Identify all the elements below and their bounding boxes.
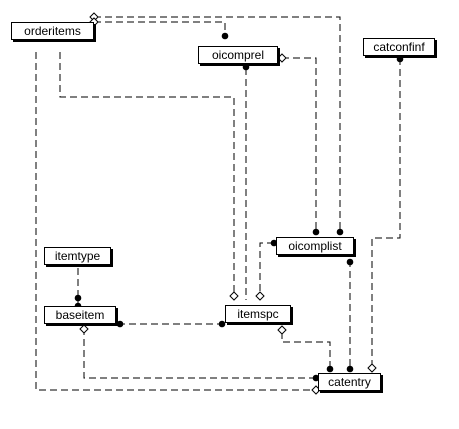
entity-itemtype[interactable]: itemtype [44, 247, 111, 265]
entity-baseitem[interactable]: baseitem [44, 306, 116, 324]
dot-oicomprel-top [221, 32, 229, 40]
rel-oicomprel-oicomplist [282, 57, 317, 232]
entity-oicomplist[interactable]: oicomplist [276, 237, 354, 255]
dot-oicomplist-bottom [346, 258, 354, 266]
entity-oicomprel[interactable]: oicomprel [198, 46, 278, 64]
dot-baseitem-right [116, 320, 124, 328]
diamond-oicomprel-right [277, 53, 287, 63]
diamond-catentry-top-right [367, 363, 377, 373]
dot-itemspc-left [218, 320, 226, 328]
dot-catconfinf-bottom [396, 55, 404, 63]
dot-oicomprel-bottom [242, 63, 250, 71]
dot-itemtype-baseitem [74, 294, 82, 302]
dot-catentry-top-left [326, 365, 334, 373]
rel-orderitems-itemspc [59, 52, 235, 296]
dot-catentry-top-mid [346, 365, 354, 373]
entity-catentry[interactable]: catentry [318, 373, 381, 391]
entity-orderitems[interactable]: orderitems [11, 22, 94, 40]
rel-baseitem-catentry [83, 328, 316, 379]
rel-orderitems-oicomprel [94, 21, 226, 32]
diamond-itemspc-bottom [277, 325, 287, 335]
rel-itemspc-catentry [281, 332, 331, 370]
dot-catentry-left [312, 374, 320, 382]
dot-oicomplist-top-right [336, 228, 344, 236]
rel-orderitems-oicomplist [94, 16, 341, 232]
dot-oicomplist-left [270, 239, 278, 247]
diamond-baseitem-bottom [79, 324, 89, 334]
rel-catconfinf-catentry [371, 58, 401, 368]
entity-catconfinf[interactable]: catconfinf [363, 38, 435, 56]
rel-oicomplist-itemspc [259, 242, 274, 296]
rel-orderitems-catentry [35, 52, 320, 391]
diamond-itemspc-top-right [255, 291, 265, 301]
dot-oicomplist-top-left [312, 228, 320, 236]
diamond-itemspc-top-left [229, 291, 239, 301]
entity-itemspc[interactable]: itemspc [225, 305, 291, 323]
